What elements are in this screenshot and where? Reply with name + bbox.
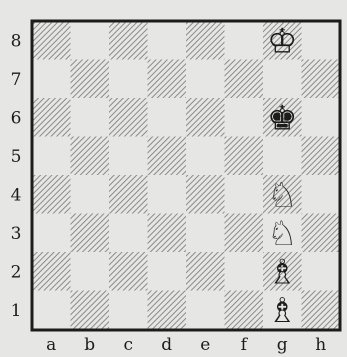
square-h7 <box>302 60 341 99</box>
rank-labels: 1 2 3 4 5 6 7 8 <box>11 31 22 321</box>
file-label-f: f <box>241 335 249 355</box>
square-d1 <box>148 291 187 330</box>
square-f8 <box>225 21 264 60</box>
square-c4 <box>109 175 148 214</box>
square-e1 <box>186 291 225 330</box>
square-a8 <box>32 21 71 60</box>
square-c5 <box>109 137 148 176</box>
square-d2 <box>148 252 187 291</box>
rank-label-7: 7 <box>11 70 22 90</box>
square-e5 <box>186 137 225 176</box>
square-b6 <box>71 98 110 137</box>
file-label-e: e <box>200 335 210 355</box>
rank-label-1: 1 <box>11 301 22 321</box>
square-f7 <box>225 60 264 99</box>
square-b8 <box>71 21 110 60</box>
square-h1 <box>302 291 341 330</box>
square-e8 <box>186 21 225 60</box>
square-d6 <box>148 98 187 137</box>
square-h2 <box>302 252 341 291</box>
square-f2 <box>225 252 264 291</box>
square-d5 <box>148 137 187 176</box>
square-d4 <box>148 175 187 214</box>
square-e6 <box>186 98 225 137</box>
square-b2 <box>71 252 110 291</box>
square-c3 <box>109 214 148 253</box>
square-h5 <box>302 137 341 176</box>
white-king-icon: ♔ <box>267 21 297 61</box>
square-g5 <box>263 137 302 176</box>
square-e4 <box>186 175 225 214</box>
square-h3 <box>302 214 341 253</box>
square-d3 <box>148 214 187 253</box>
square-e3 <box>186 214 225 253</box>
square-b1 <box>71 291 110 330</box>
white-bishop-icon: ♗ <box>267 252 297 292</box>
square-a5 <box>32 137 71 176</box>
square-c7 <box>109 60 148 99</box>
square-d7 <box>148 60 187 99</box>
square-h4 <box>302 175 341 214</box>
file-label-d: d <box>161 335 172 355</box>
square-c2 <box>109 252 148 291</box>
rank-label-3: 3 <box>11 224 22 244</box>
rank-label-4: 4 <box>11 185 22 205</box>
square-h8 <box>302 21 341 60</box>
square-f4 <box>225 175 264 214</box>
black-king-icon: ♚ <box>267 98 297 138</box>
square-a6 <box>32 98 71 137</box>
square-c8 <box>109 21 148 60</box>
rank-label-5: 5 <box>11 147 22 167</box>
rank-label-2: 2 <box>11 262 22 282</box>
file-label-c: c <box>123 335 133 355</box>
white-knight-icon: ♘ <box>267 214 297 254</box>
white-bishop-icon: ♗ <box>267 291 297 331</box>
square-e7 <box>186 60 225 99</box>
square-d8 <box>148 21 187 60</box>
square-f1 <box>225 291 264 330</box>
square-a7 <box>32 60 71 99</box>
file-labels: a b c d e f g h <box>46 335 326 355</box>
square-a2 <box>32 252 71 291</box>
square-g7 <box>263 60 302 99</box>
rank-label-6: 6 <box>11 108 22 128</box>
square-f3 <box>225 214 264 253</box>
square-a1 <box>32 291 71 330</box>
square-c1 <box>109 291 148 330</box>
file-label-a: a <box>46 335 56 355</box>
square-b5 <box>71 137 110 176</box>
square-h6 <box>302 98 341 137</box>
square-a4 <box>32 175 71 214</box>
square-c6 <box>109 98 148 137</box>
file-label-g: g <box>277 335 288 355</box>
square-a3 <box>32 214 71 253</box>
square-f5 <box>225 137 264 176</box>
square-b7 <box>71 60 110 99</box>
rank-label-8: 8 <box>11 31 22 51</box>
square-f6 <box>225 98 264 137</box>
square-b3 <box>71 214 110 253</box>
file-label-h: h <box>315 335 326 355</box>
square-b4 <box>71 175 110 214</box>
white-knight-icon: ♘ <box>267 175 297 215</box>
square-e2 <box>186 252 225 291</box>
file-label-b: b <box>84 335 95 355</box>
